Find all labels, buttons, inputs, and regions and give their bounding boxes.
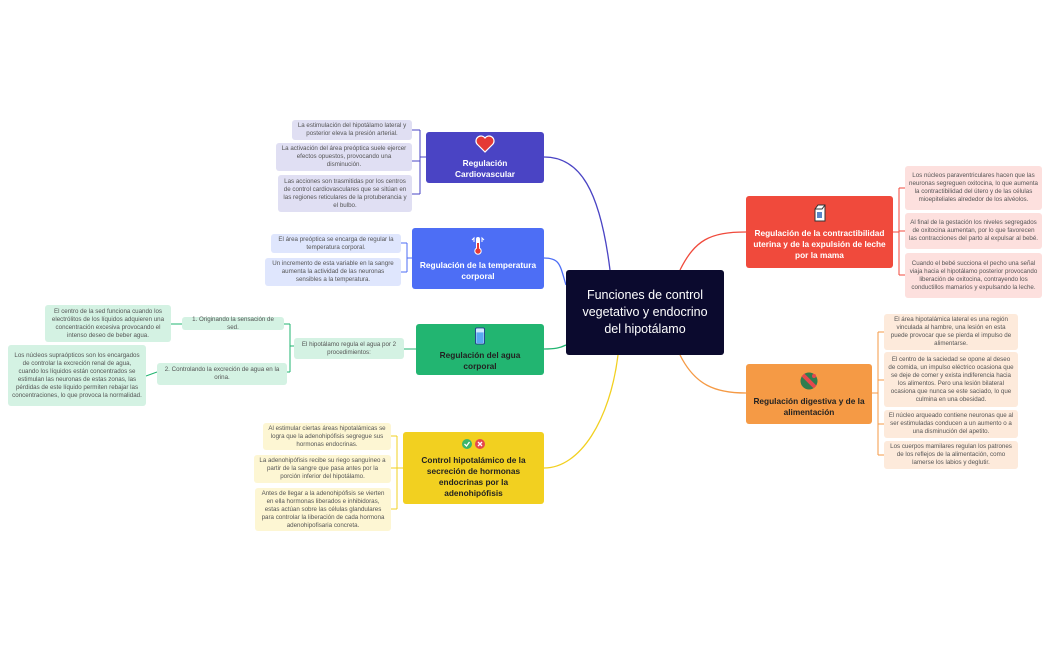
endo-item-2[interactable]: La adenohipófisis recibe su riego sanguí… <box>254 455 391 483</box>
food-item-1[interactable]: El área hipotalámica lateral es una regi… <box>884 314 1018 350</box>
links-temp <box>401 242 412 273</box>
links-uterine <box>893 187 905 276</box>
branch-water-label: Regulación del agua corporal <box>439 350 521 371</box>
water-glass-icon <box>475 327 485 345</box>
endo-item-3[interactable]: Antes de llegar a la adenohipófisis se v… <box>255 488 391 531</box>
cardio-item-1[interactable]: La estimulación del hipotálamo lateral y… <box>292 120 412 140</box>
check-cross-icon <box>461 438 485 449</box>
links-endo <box>391 435 403 510</box>
watermelon-icon <box>800 372 818 389</box>
branch-endo[interactable]: Control hipotalámico de la secreción de … <box>403 432 544 504</box>
link-root-food <box>679 354 747 394</box>
temp-item-2[interactable]: Un incremento de esta variable en la san… <box>265 258 401 286</box>
central-topic-label: Funciones de control vegetativo y endocr… <box>582 288 708 336</box>
link-root-endo <box>543 354 619 469</box>
branch-food-label: Regulación digestiva y de la alimentació… <box>753 395 865 417</box>
endo-item-1[interactable]: Al estimular ciertas áreas hipotalámicas… <box>263 423 391 450</box>
link-root-water <box>543 344 567 350</box>
links-food <box>872 331 884 456</box>
branch-cardio-label: Regulación Cardiovascular <box>455 158 515 179</box>
water-detail-2[interactable]: Los núcleos supraópticos son los encarga… <box>8 345 146 406</box>
branch-food[interactable]: Regulación digestiva y de la alimentació… <box>746 364 872 424</box>
branch-water[interactable]: Regulación del agua corporal <box>416 324 544 375</box>
central-topic[interactable]: Funciones de control vegetativo y endocr… <box>566 270 724 355</box>
branch-temp[interactable]: Regulación de la temperatura corporal <box>412 228 544 289</box>
link-root-uterine <box>679 231 747 271</box>
heart-icon <box>475 135 495 153</box>
branch-uterine[interactable]: Regulación de la contractibilidad uterin… <box>746 196 893 268</box>
cardio-item-3[interactable]: Las acciones son trasmitidas por los cen… <box>278 175 412 212</box>
branch-endo-label: Control hipotalámico de la secreción de … <box>421 454 526 498</box>
link-root-temp <box>543 257 567 286</box>
links-water <box>145 323 416 377</box>
water-sub-item-1[interactable]: 1. Originando la sensación de sed. <box>182 316 284 331</box>
uterine-item-1[interactable]: Los núcleos paraventriculares hacen que … <box>905 166 1042 210</box>
link-root-cardio <box>543 156 611 271</box>
uterine-item-2[interactable]: Al final de la gestación los niveles seg… <box>905 213 1042 249</box>
branch-cardio[interactable]: Regulación Cardiovascular <box>426 132 544 183</box>
thermometer-icon <box>471 236 485 255</box>
food-item-3[interactable]: El núcleo arqueado contiene neuronas que… <box>884 410 1018 438</box>
water-sub-item-2[interactable]: 2. Controlando la excreción de agua en l… <box>157 363 287 385</box>
food-item-2[interactable]: El centro de la saciedad se opone al des… <box>884 352 1018 407</box>
food-item-4[interactable]: Los cuerpos mamilares regulan los patron… <box>884 441 1018 469</box>
water-detail-1[interactable]: El centro de la sed funciona cuando los … <box>45 305 171 342</box>
links-cardio <box>412 129 426 195</box>
cardio-item-2[interactable]: La activación del área preóptica suele e… <box>276 143 412 171</box>
temp-item-1[interactable]: El área preóptica se encarga de regular … <box>271 234 401 253</box>
water-sub-topic[interactable]: El hipotálamo regula el agua por 2 proce… <box>294 338 404 359</box>
uterine-item-3[interactable]: Cuando el bebé succiona el pecho una señ… <box>905 253 1042 298</box>
branch-temp-label: Regulación de la temperatura corporal <box>419 260 537 281</box>
milk-carton-icon <box>814 204 825 222</box>
branch-uterine-label: Regulación de la contractibilidad uterin… <box>753 228 886 260</box>
